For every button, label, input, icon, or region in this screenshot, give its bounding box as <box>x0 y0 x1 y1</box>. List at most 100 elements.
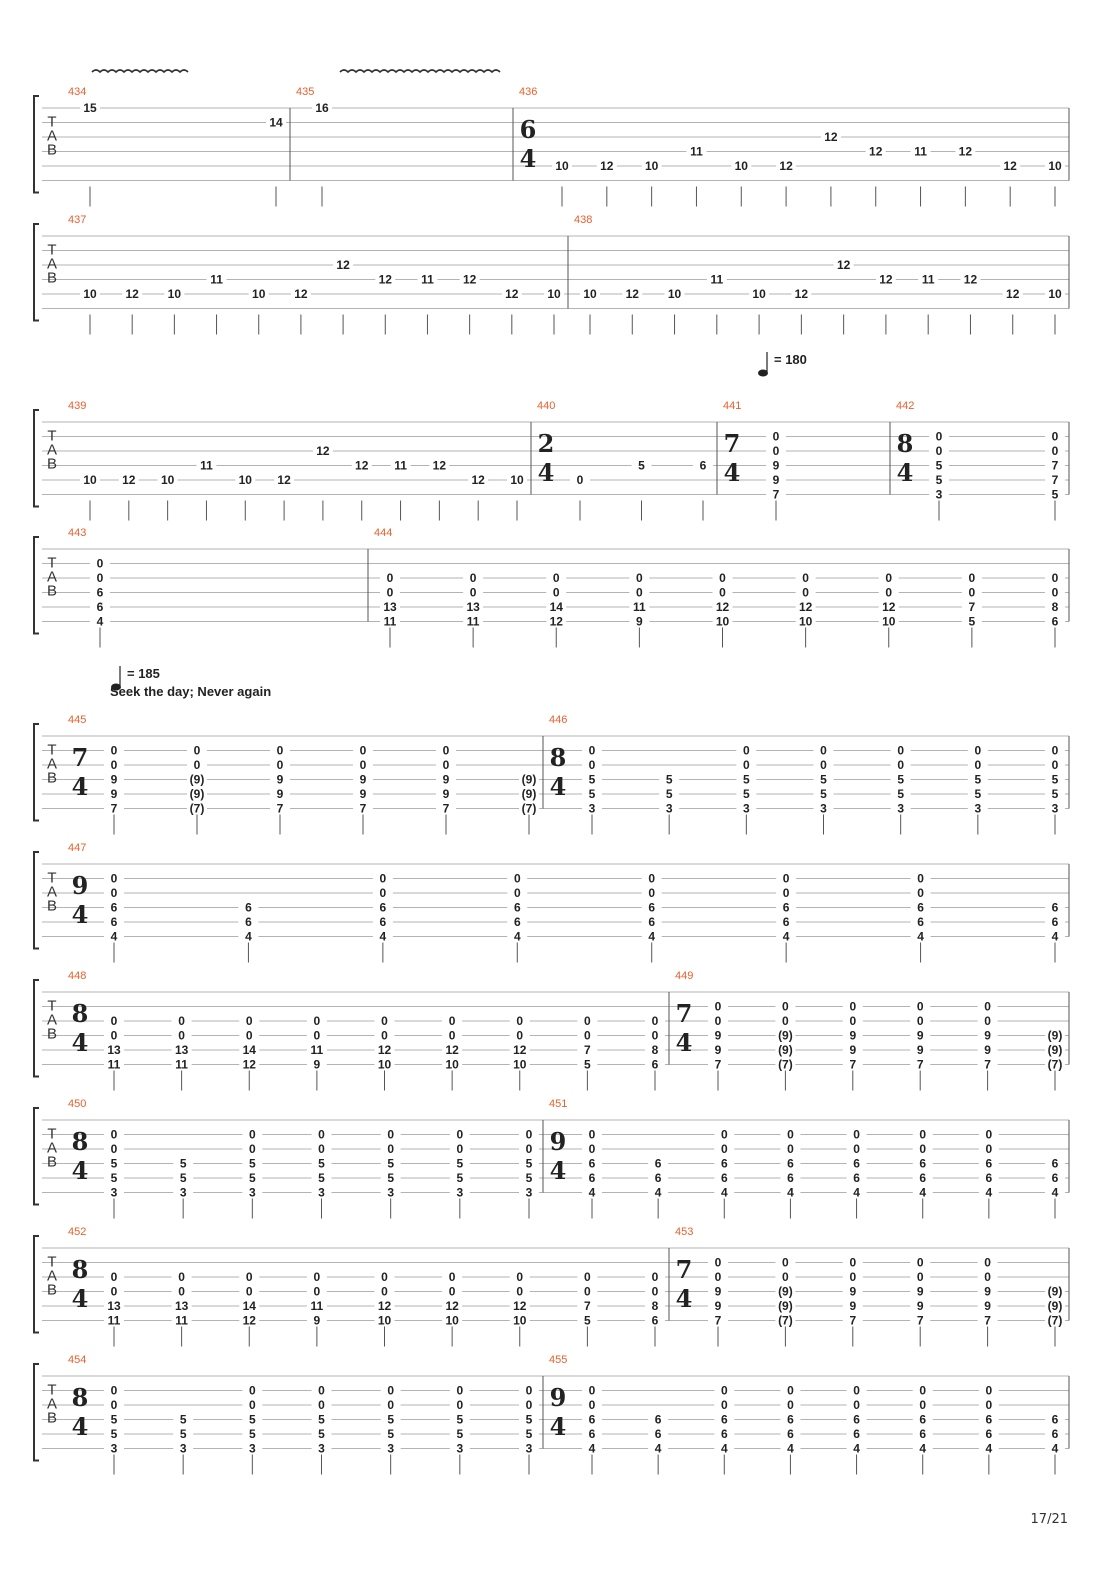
fret-mask <box>842 1271 863 1283</box>
fret-mask <box>311 1157 332 1170</box>
fret-mask <box>708 1015 728 1027</box>
fret-mask <box>266 116 286 129</box>
fret-mask <box>173 1442 194 1455</box>
fret-number: 6 <box>721 1413 728 1427</box>
fret-mask <box>1045 1186 1065 1199</box>
fret-number: (7) <box>778 1314 793 1328</box>
fret-mask <box>912 1157 933 1170</box>
fret-number: 5 <box>180 1157 187 1171</box>
fret-mask <box>846 1143 867 1155</box>
fret-number: (9) <box>778 1285 793 1299</box>
fret-number: 0 <box>178 1270 185 1284</box>
fret-mask <box>242 1399 263 1411</box>
fret-mask <box>80 102 100 114</box>
fret-mask <box>961 601 982 613</box>
fret-number: 0 <box>194 744 201 758</box>
fret-mask <box>890 744 911 757</box>
fret-number: 6 <box>917 901 924 915</box>
fret-number: 5 <box>249 1413 256 1427</box>
fret-number: 5 <box>456 1427 463 1441</box>
fret-number: 11 <box>710 273 723 287</box>
fret-number: 11 <box>467 615 480 629</box>
fret-number: 0 <box>743 744 750 758</box>
fret-number: 6 <box>787 1413 794 1427</box>
vibrato-mark <box>91 69 189 74</box>
measure-number: 439 <box>68 400 86 412</box>
fret-number: 0 <box>456 1128 463 1142</box>
fret-number: 6 <box>853 1427 860 1441</box>
fret-number: 10 <box>513 1314 527 1328</box>
fret-mask <box>842 1029 863 1042</box>
fret-number: 6 <box>986 1427 993 1441</box>
fret-number: 0 <box>584 1014 591 1028</box>
fret-mask <box>577 1314 598 1327</box>
fret-number: (9) <box>1048 1029 1063 1043</box>
fret-mask <box>641 930 662 943</box>
fret-mask <box>239 1044 260 1056</box>
fret-number: 0 <box>652 1014 659 1028</box>
fret-mask <box>712 586 733 599</box>
fret-mask <box>846 1442 867 1455</box>
fret-number: 4 <box>245 930 252 944</box>
fret-number: 0 <box>449 1029 456 1043</box>
fret-number: 3 <box>318 1186 325 1200</box>
fret-number: 0 <box>1052 571 1059 585</box>
fret-mask <box>1045 1300 1065 1312</box>
fret-mask <box>910 901 931 914</box>
fret-mask <box>912 1143 933 1155</box>
fret-mask <box>582 1442 602 1455</box>
tab-clef-letter: B <box>47 456 57 473</box>
fret-number: 0 <box>715 1270 722 1284</box>
fret-number: 0 <box>470 571 477 585</box>
fret-number: 12 <box>799 600 813 614</box>
fret-mask <box>239 1029 260 1042</box>
fret-number: 0 <box>652 1270 659 1284</box>
fret-number: 0 <box>387 586 394 600</box>
fret-number: 0 <box>360 758 367 772</box>
fret-number: 6 <box>655 1171 662 1185</box>
fret-number: 9 <box>849 1285 856 1299</box>
fret-mask <box>846 1172 867 1184</box>
fret-mask <box>833 259 854 271</box>
fret-mask <box>912 1172 933 1184</box>
fret-mask <box>270 759 290 771</box>
fret-number: 5 <box>969 615 976 629</box>
fret-number: 6 <box>853 1157 860 1171</box>
fret-mask <box>552 160 572 172</box>
fret-mask <box>312 445 333 457</box>
measure-number: 434 <box>68 86 86 98</box>
fret-number: 12 <box>837 258 851 272</box>
fret-mask <box>712 615 733 628</box>
fret-number: 14 <box>243 1299 257 1313</box>
fret-mask <box>582 1186 602 1199</box>
fret-number: 0 <box>526 1128 533 1142</box>
fret-mask <box>736 759 757 771</box>
fret-number: 0 <box>97 557 104 571</box>
fret-mask <box>306 1015 327 1027</box>
fret-number: 0 <box>1052 744 1059 758</box>
fret-number: 6 <box>1052 615 1059 629</box>
fret-number: 0 <box>849 1000 856 1014</box>
fret-mask <box>580 288 600 300</box>
fret-mask <box>509 1271 530 1283</box>
fret-number: 0 <box>381 1270 388 1284</box>
fret-mask <box>775 1314 796 1327</box>
fret-number: 0 <box>111 1029 118 1043</box>
fret-number: 4 <box>1052 1442 1059 1456</box>
fret-number: 0 <box>380 886 387 900</box>
fret-number: 6 <box>1052 1171 1059 1185</box>
fret-number: 9 <box>917 1043 924 1057</box>
fret-number: (9) <box>190 787 205 801</box>
fret-number: 0 <box>584 1270 591 1284</box>
fret-number: 0 <box>577 473 584 487</box>
fret-mask <box>1045 744 1065 757</box>
fret-mask <box>865 145 886 158</box>
fret-number: 0 <box>277 758 284 772</box>
fret-number: 0 <box>584 1285 591 1299</box>
fret-mask <box>795 601 816 613</box>
fret-number: 0 <box>986 1128 993 1142</box>
fret-mask <box>749 288 770 300</box>
fret-number: 9 <box>984 1043 991 1057</box>
fret-number: 9 <box>314 1314 321 1328</box>
fret-mask <box>104 1399 124 1411</box>
